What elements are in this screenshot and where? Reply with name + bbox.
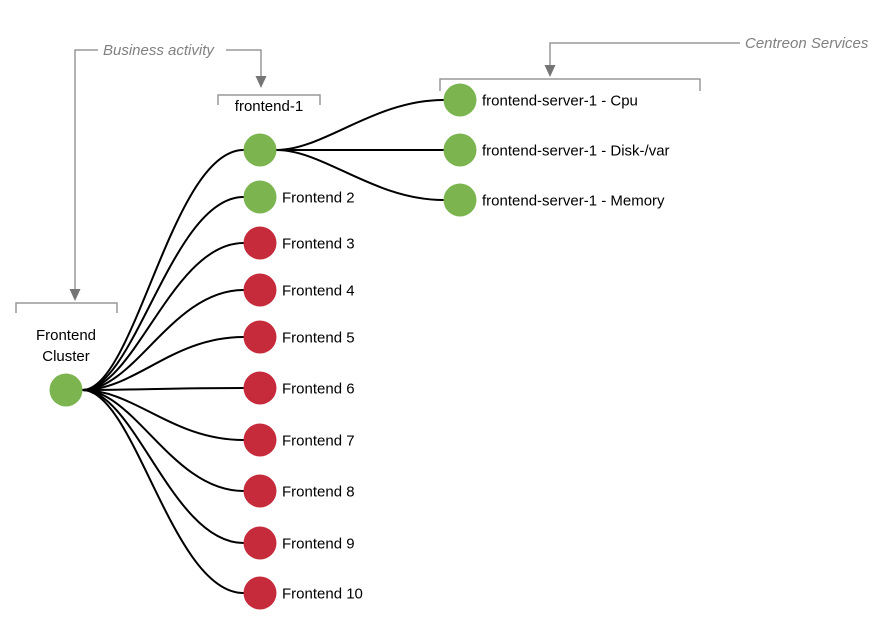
node-label-frontend-4: Frontend 4	[282, 283, 355, 300]
node-label-frontend-8: Frontend 8	[282, 484, 355, 501]
node-label-frontend-10: Frontend 10	[282, 586, 363, 603]
centreon-services-line	[549, 42, 740, 65]
node-frontend-6[interactable]	[243, 371, 277, 405]
edge-frontend-cluster-frontend-8	[81, 389, 245, 492]
edge-frontend-cluster-frontend-6	[81, 387, 245, 391]
node-label-frontend-7: Frontend 7	[282, 433, 355, 450]
node-label-frontend-5: Frontend 5	[282, 330, 355, 347]
edge-frontend-cluster-frontend-5	[81, 336, 245, 391]
business-activity-label: Business activity	[103, 42, 215, 59]
node-frontend-5[interactable]	[243, 320, 277, 354]
node-frontend-9[interactable]	[243, 526, 277, 560]
edge-frontend-1-frontend-server-1-cpu	[275, 99, 445, 151]
node-frontend-3[interactable]	[243, 226, 277, 260]
node-frontend-server-1-disk[interactable]	[443, 133, 477, 167]
node-label-frontend-2: Frontend 2	[282, 190, 355, 207]
node-frontend-server-1-cpu[interactable]	[443, 83, 477, 117]
business-activity-annotation: Business activity frontend-1 Frontend Cl…	[15, 42, 321, 365]
node-frontend-server-1-memory[interactable]	[443, 183, 477, 217]
node-frontend-2[interactable]	[243, 180, 277, 214]
node-frontend-4[interactable]	[243, 273, 277, 307]
centreon-services-annotation: Centreon Services	[439, 35, 869, 91]
edge-frontend-cluster-frontend-1	[81, 149, 245, 391]
edge-frontend-cluster-frontend-9	[81, 389, 245, 544]
edge-frontend-cluster-frontend-3	[81, 242, 245, 391]
frontend1-bracket	[217, 94, 321, 105]
node-frontend-8[interactable]	[243, 474, 277, 508]
node-frontend-1[interactable]	[243, 133, 277, 167]
cluster-label-line1: Frontend	[36, 327, 96, 344]
centreon-services-arrowhead-icon	[544, 65, 556, 77]
node-label-frontend-9: Frontend 9	[282, 536, 355, 553]
edge-frontend-cluster-frontend-4	[81, 289, 245, 391]
node-frontend-cluster[interactable]	[49, 373, 83, 407]
services-bracket	[439, 78, 701, 91]
node-label-frontend-3: Frontend 3	[282, 236, 355, 253]
nodes-layer: Frontend 2 Frontend 3 Frontend 4 Frontend 5…	[49, 83, 670, 610]
frontend1-group-label: frontend-1	[235, 98, 303, 115]
node-label-frontend-6: Frontend 6	[282, 381, 355, 398]
business-activity-arrowhead-frontend1-icon	[255, 76, 267, 88]
edge-frontend-1-frontend-server-1-memory	[275, 149, 445, 201]
business-activity-line-to-frontend1	[226, 49, 262, 76]
edge-frontend-cluster-frontend-2	[81, 196, 245, 391]
node-label-frontend-server-1-cpu: frontend-server-1 - Cpu	[482, 93, 638, 110]
cluster-bracket	[15, 302, 118, 313]
node-frontend-10[interactable]	[243, 576, 277, 610]
edge-frontend-cluster-frontend-10	[81, 389, 245, 594]
node-label-frontend-server-1-disk: frontend-server-1 - Disk-/var	[482, 143, 670, 160]
node-frontend-7[interactable]	[243, 423, 277, 457]
edge-frontend-cluster-frontend-7	[81, 389, 245, 441]
node-label-frontend-server-1-memory: frontend-server-1 - Memory	[482, 193, 665, 210]
edges-layer	[81, 99, 445, 594]
business-activity-line-to-cluster	[74, 49, 98, 289]
cluster-label-line2: Cluster	[42, 348, 90, 365]
business-activity-arrowhead-cluster-icon	[69, 289, 81, 301]
centreon-services-label: Centreon Services	[745, 35, 869, 52]
